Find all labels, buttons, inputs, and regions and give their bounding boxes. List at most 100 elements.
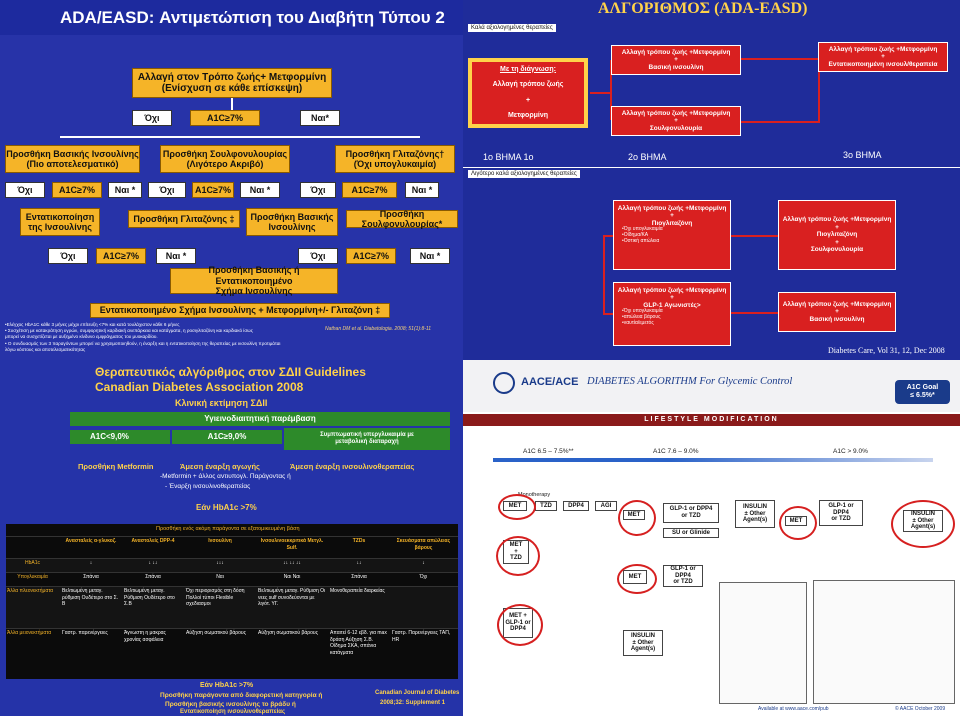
step3-pioglitazone-su-box: Αλλαγή τρόπου ζωής +Μετφορμίνη+Πιογλιταζ… — [778, 200, 896, 270]
add-metformin: Προσθήκη Metformin — [78, 462, 154, 471]
no-label: Όχι — [298, 248, 338, 264]
row-header-cell: Υπογλυκαιμία — [17, 574, 48, 580]
tzd-box: TZD — [535, 501, 557, 511]
bottom-option-3: Εντατικοποίηση ινσουλινοθεραπείας — [180, 709, 286, 715]
table-cell: Αύξηση σωματικού βάρους — [186, 630, 247, 636]
table-cell: ↓↓ ↓↓ ↓↓ — [283, 560, 301, 566]
aace-algorithm-panel: AACE/ACE DIABETES ALGORITHM For Glycemic… — [463, 360, 960, 716]
a1c-goal-badge: A1C Goal≤ 6.5%* — [895, 380, 950, 404]
panel-header — [463, 360, 960, 412]
aace-logo-icon — [493, 372, 515, 394]
add-glitazone-box-2: Προσθήκη Γλιταζόνης ‡ — [128, 210, 240, 228]
immediate-therapy: Άμεση έναρξη αγωγής — [180, 462, 260, 471]
table-cell: Σπάνια — [83, 574, 99, 580]
table-cell: Σπάνια — [145, 574, 161, 580]
table-cell: ↓ — [422, 560, 425, 566]
bottom-option-2: Προσθήκη βασικής ινσουλίνης το βράδυ ή — [165, 701, 296, 708]
ada-easd-flowchart-panel: ADA/EASD: Αντιμετώπιση του Διαβήτη Τύπου… — [0, 0, 463, 360]
notes-box-1 — [719, 582, 807, 704]
step1-label: 1ο ΒΗΜΑ 1ο — [483, 152, 534, 162]
yes-label: Ναι * — [156, 248, 196, 264]
agents-table: Προσθήκη ενός ακόμη παράγοντα σε εξατομι… — [6, 524, 458, 679]
mid-label: Λιγότερο καλά αξιολογημένες θεραπείες — [468, 170, 580, 178]
table-cell: Ναι — [216, 574, 224, 580]
a1c-over-9: A1C≥9,0% — [172, 430, 282, 444]
option-1: -Metformin + άλλος αντιυπογλ. Παράγοντας… — [160, 473, 291, 480]
highlight-circle — [779, 506, 817, 540]
bottom-option-1: Προσθήκη παράγοντα από διαφορετική κατηγ… — [160, 692, 323, 699]
no-label: Όχι — [5, 182, 45, 198]
monotherapy-label: Monotherapy — [518, 492, 551, 498]
no-label: Όχι — [132, 110, 172, 126]
table-cell: Μονοθεραπεία διαρκείας — [330, 588, 385, 594]
table-cell: Σπάνια — [351, 574, 367, 580]
step2-lifestyle-su-box: Αλλαγή τρόπου ζωής +Μετφορμίνη+Σουλφονυλ… — [611, 106, 741, 136]
panel-title: DIABETES ALGORITHM For Glycemic Control — [587, 376, 793, 387]
table-cell: Ινσουλινοεκκριτικά Μετγλ. Sulf. — [260, 538, 324, 551]
col-a1c-mid: A1C 7.6 – 9.0% — [653, 448, 699, 455]
step2-pioglitazone-box: Αλλαγή τρόπου ζωής +Μετφορμίνη+Πιογλιταζ… — [613, 200, 731, 270]
bottom-hba1c: Εάν HbA1c >7% — [200, 682, 254, 689]
cda-algorithm-panel: Θεραπευτικός αλγόριθμος στον ΣΔΙΙ Guidel… — [0, 360, 463, 716]
no-label: Όχι — [300, 182, 336, 198]
step2-glp1-box: Αλλαγή τρόπου ζωής +Μετφορμίνη+GLP-1 Αγω… — [613, 282, 731, 346]
panel-title-1: Θεραπευτικός αλγόριθμος στον ΣΔΙΙ Guidel… — [95, 365, 366, 379]
footer-url: Available at www.aace.com/pub — [758, 706, 829, 712]
highlight-circle — [891, 500, 955, 548]
a1c-box: A1C≥7% — [96, 248, 146, 264]
agi-box: AGI — [595, 501, 617, 511]
add-sulfonylurea-box: Προσθήκη Σουλφονυλουρίας(Λιγότερο Ακριβό… — [160, 145, 290, 173]
step2-label: 2ο ΒΗΜΑ — [628, 152, 667, 162]
table-cell: ↓ ↓↓ — [148, 560, 158, 566]
table-cell: Βελτιωμένη μεταγ. Ρύθμιση Οι νεες sulf σ… — [258, 588, 326, 607]
table-cell: Όχι περιορισμός στη δόση Πολλοί τύποι Fl… — [186, 588, 245, 607]
yes-label: Ναι * — [108, 182, 142, 198]
dpp4-box: DPP4 — [563, 501, 589, 511]
table-row: HbA1c↓↓ ↓↓↓↓↓↓↓ ↓↓ ↓↓↓↓↓ — [6, 558, 458, 573]
table-cell: Σκευάσματα απώλειας βάρους — [396, 538, 451, 551]
table-cell: Απαιτεί 6-12 εβδ. για max δράση Αύξηση Σ… — [330, 630, 387, 656]
option-2: - Έναρξη ινσουλινοθεραπείας — [165, 483, 251, 490]
no-label: Όχι — [148, 182, 186, 198]
col-a1c-low: A1C 6.5 – 7.5%** — [523, 448, 574, 455]
panel-title: ADA/EASD: Αντιμετώπιση του Διαβήτη Τύπου… — [60, 8, 445, 27]
at-diagnosis-box: Με τη διάγνωση: Αλλαγή τρόπου ζωής+Μετφο… — [468, 58, 588, 128]
yes-label: Ναι * — [410, 248, 450, 264]
footnotes: •Ελέγχος HbA1C κάθε 3 μήνες μέχρι επίτευ… — [5, 322, 281, 352]
immediate-insulin: Άμεση έναρξη ινσουλινοθεραπείας — [290, 462, 415, 471]
a1c-box: A1C≥7% — [192, 182, 234, 198]
a1c-box: A1C≥7% — [346, 248, 396, 264]
yes-label: Ναι * — [405, 182, 439, 198]
a1c-under-9: A1C<9,0% — [70, 430, 170, 444]
add-sulfonylurea-box-2: Προσθήκη Σουλφονυλουρίας* — [346, 209, 458, 229]
lifestyle-modification-bar: LIFESTYLE MODIFICATION — [463, 414, 960, 426]
lifestyle-metformin-box: Αλλαγή στον Τρόπο ζωής+ Μετφορμίνη(Ενίσχ… — [132, 68, 332, 98]
yes-label: Ναι* — [300, 110, 340, 126]
step2-lifestyle-basal-box: Αλλαγή τρόπου ζωής +Μετφορμίνη+Βασική ιν… — [611, 45, 741, 75]
insulin-box-3: INSULIN± Other Agent(s) — [623, 630, 663, 656]
table-cell: ↓↓ — [356, 560, 362, 566]
panel-title: ΑΛΓΟΡΙΘΜΟΣ (ADA-EASD) — [598, 0, 808, 17]
table-cell: ↓ — [89, 560, 93, 566]
a1c-box: A1C≥7% — [52, 182, 102, 198]
insulin-box: INSULIN± Other Agent(s) — [735, 500, 775, 528]
footer-copyright: © AACE October 2009 — [895, 706, 946, 712]
a1c-box: A1C≥7% — [342, 182, 397, 198]
panel-title-2: Canadian Diabetes Association 2008 — [95, 380, 304, 394]
yes-label: Ναι * — [240, 182, 280, 198]
panel-header — [0, 0, 463, 35]
step3-intensified-box: Αλλαγή τρόπου ζωής +Μετφορμίνη+Εντατικοπ… — [818, 42, 948, 72]
citation: Nathan DM et al. Diabetologia. 2008; 51(… — [325, 326, 432, 332]
row-header-cell: Άλλα πλεονεκτήματα — [7, 588, 54, 594]
table-cell: Ινσουλίνη — [208, 538, 232, 544]
table-title: Προσθήκη ενός ακόμη παράγοντα σε εξατομι… — [156, 526, 300, 532]
